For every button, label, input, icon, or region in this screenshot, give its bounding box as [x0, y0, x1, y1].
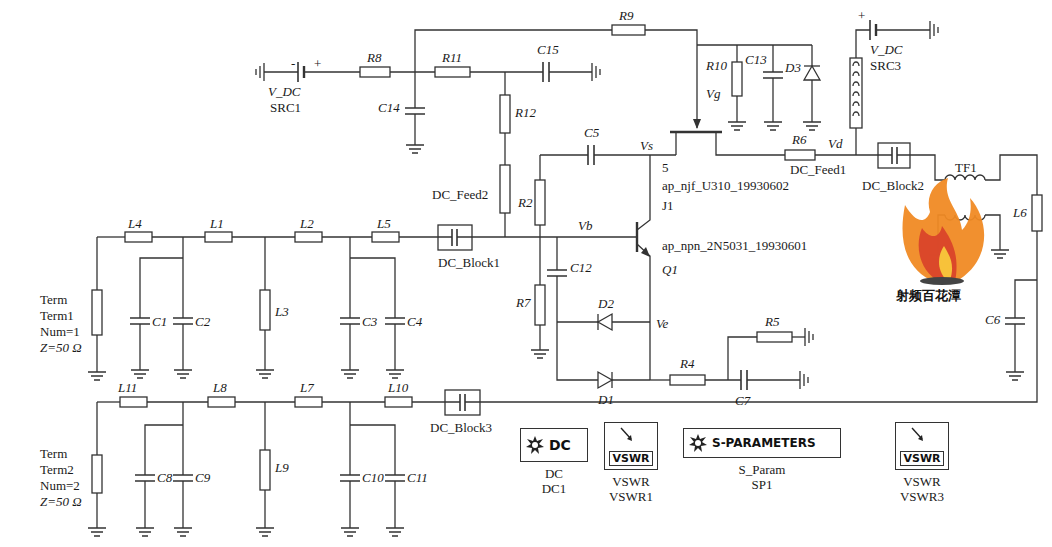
box-title: S-PARAMETERS — [712, 436, 816, 450]
part-label: + — [858, 8, 865, 23]
part-label: L4 — [128, 216, 142, 231]
part-label: Z=50 Ω — [40, 340, 82, 355]
part-label: L2 — [300, 216, 314, 231]
part-label: C15 — [537, 42, 559, 57]
part-label: C3 — [362, 314, 377, 329]
simulation-controller-box: S-PARAMETERSS_Param SP1 — [683, 428, 841, 458]
part-label: ap_npn_2N5031_19930601 — [662, 238, 807, 253]
part-label: C4 — [407, 314, 422, 329]
box-content: DC — [521, 429, 587, 461]
vswr-meter-box: VSWRVSWR VSWR1 — [604, 422, 658, 470]
part-label: C10 — [362, 470, 384, 485]
part-label: Ve — [656, 316, 668, 331]
sim-icon — [688, 433, 708, 453]
part-label: TF1 — [955, 160, 977, 175]
part-label: DC_Feed1 — [790, 162, 846, 177]
part-label: L11 — [118, 380, 137, 395]
part-label: R9 — [619, 8, 633, 23]
wires — [88, 20, 1042, 536]
part-label: DC_Block1 — [438, 255, 500, 270]
box-title: VSWR — [900, 451, 943, 466]
box-content: S-PARAMETERS — [684, 429, 840, 457]
part-label: DC_Feed2 — [432, 187, 488, 202]
part-label: Z=50 Ω — [40, 494, 82, 509]
part-label: C6 — [985, 312, 1000, 327]
part-label: Term — [40, 446, 67, 461]
part-label: R7 — [516, 295, 530, 310]
part-label: C11 — [407, 470, 428, 485]
part-label: SRC3 — [870, 58, 901, 73]
part-label: DC_Block3 — [430, 420, 492, 435]
part-label: Num=1 — [40, 324, 80, 339]
part-label: Vs — [640, 138, 653, 153]
part-label: C9 — [195, 470, 210, 485]
box-title: DC — [549, 437, 571, 453]
component-caption: VSWR VSWR1 — [609, 474, 653, 504]
part-label: DC_Block2 — [862, 178, 924, 193]
part-label: R8 — [367, 50, 381, 65]
part-label: 5 — [662, 160, 669, 175]
part-label: R10 — [706, 58, 727, 73]
component-caption: VSWR VSWR3 — [900, 474, 944, 504]
part-label: J1 — [662, 198, 674, 213]
part-label: C13 — [745, 52, 767, 67]
part-label: L6 — [1013, 205, 1027, 220]
part-label: R4 — [680, 356, 694, 371]
part-label: R12 — [515, 105, 536, 120]
part-label: D3 — [785, 60, 801, 75]
part-label: L10 — [388, 380, 408, 395]
part-label: R11 — [442, 50, 462, 65]
simulation-controller-box: DCDC DC1 — [520, 428, 588, 462]
meter-icon — [908, 426, 928, 444]
part-label: SRC1 — [270, 100, 301, 115]
part-label: Vb — [578, 218, 592, 233]
part-label: ap_njf_U310_19930602 — [662, 178, 789, 193]
part-label: Term1 — [40, 308, 74, 323]
sim-icon — [525, 435, 545, 455]
part-label: L5 — [377, 216, 391, 231]
part-label: C5 — [584, 125, 599, 140]
part-label: R6 — [792, 132, 806, 147]
watermark-text: 射频百花潭 — [896, 288, 961, 303]
part-label: C8 — [157, 470, 172, 485]
part-label: Vg — [706, 86, 720, 101]
vswr-meter-box: VSWRVSWR VSWR3 — [895, 422, 949, 470]
part-label: C1 — [152, 314, 167, 329]
part-label: R5 — [765, 314, 779, 329]
part-label: Term2 — [40, 462, 74, 477]
component-caption: S_Param SP1 — [739, 462, 786, 492]
part-label: C7 — [735, 393, 750, 408]
part-label: L3 — [275, 304, 289, 319]
watermark-logo — [903, 178, 985, 285]
part-label: C2 — [195, 314, 210, 329]
meter-icon — [617, 426, 637, 444]
part-label: L7 — [300, 380, 314, 395]
box-content: VSWR — [605, 423, 657, 469]
part-label: + — [314, 56, 321, 71]
part-label: L9 — [275, 460, 289, 475]
part-label: V_DC — [268, 84, 301, 99]
part-label: Vd — [828, 136, 842, 151]
box-content: VSWR — [896, 423, 948, 469]
part-label: R2 — [518, 195, 532, 210]
part-label: V_DC — [870, 42, 903, 57]
part-label: L1 — [210, 216, 224, 231]
part-label: - — [291, 56, 295, 71]
part-label: Q1 — [662, 262, 678, 277]
part-label: Num=2 — [40, 478, 80, 493]
part-label: D1 — [598, 392, 614, 407]
part-label: C14 — [378, 100, 400, 115]
part-label: L8 — [213, 380, 227, 395]
component-caption: DC DC1 — [542, 466, 567, 496]
box-title: VSWR — [609, 451, 652, 466]
part-label: D2 — [598, 296, 614, 311]
part-label: C12 — [570, 260, 592, 275]
part-label: Term — [40, 292, 67, 307]
